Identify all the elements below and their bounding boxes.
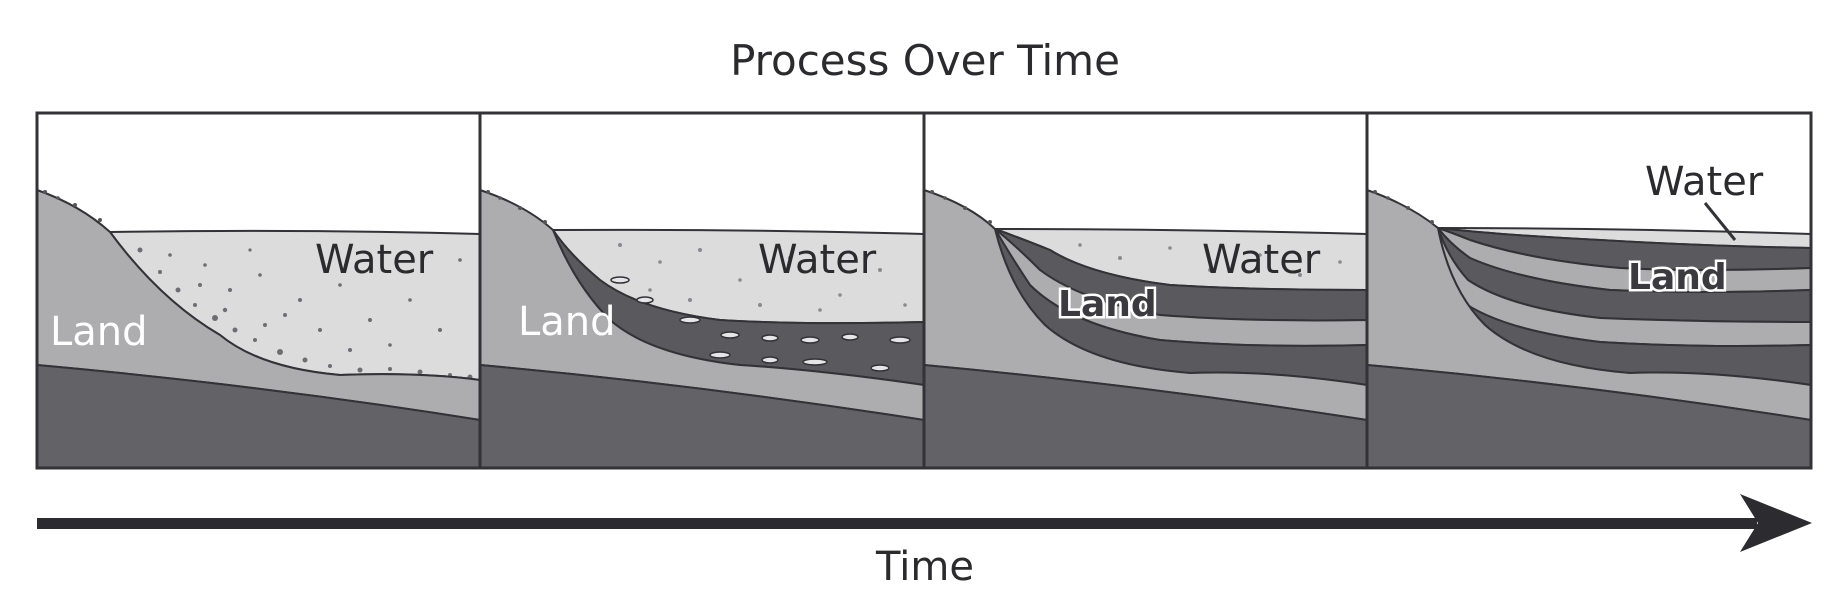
bedrock <box>36 363 481 469</box>
panel-3: Land Water <box>923 113 1368 469</box>
bedrock <box>923 363 1368 469</box>
panel-2: Land Water <box>479 113 925 469</box>
water-label: Water <box>315 237 434 283</box>
land-label: Land <box>50 309 148 355</box>
land-label: Land <box>1058 284 1157 325</box>
panel-1: Land Water <box>36 113 481 469</box>
water-label: Water <box>1202 237 1321 283</box>
sediment-particles <box>618 243 907 312</box>
pebbles <box>610 276 911 372</box>
diagram-title: Process Over Time <box>730 36 1120 85</box>
sediment-particles <box>1078 243 1342 277</box>
sediment-particles <box>137 247 473 380</box>
time-arrow <box>37 494 1812 552</box>
panel-4: Water Land <box>1366 113 1812 469</box>
bedrock <box>1366 363 1812 469</box>
water-pointer-line <box>1703 202 1737 241</box>
water-label: Water <box>1645 159 1764 205</box>
bedrock <box>479 363 925 469</box>
arrow-head-icon <box>1740 494 1812 552</box>
time-axis-label: Time <box>875 544 974 590</box>
land-label: Land <box>1628 257 1727 298</box>
land-label: Land <box>518 299 616 345</box>
water-label: Water <box>758 237 877 283</box>
